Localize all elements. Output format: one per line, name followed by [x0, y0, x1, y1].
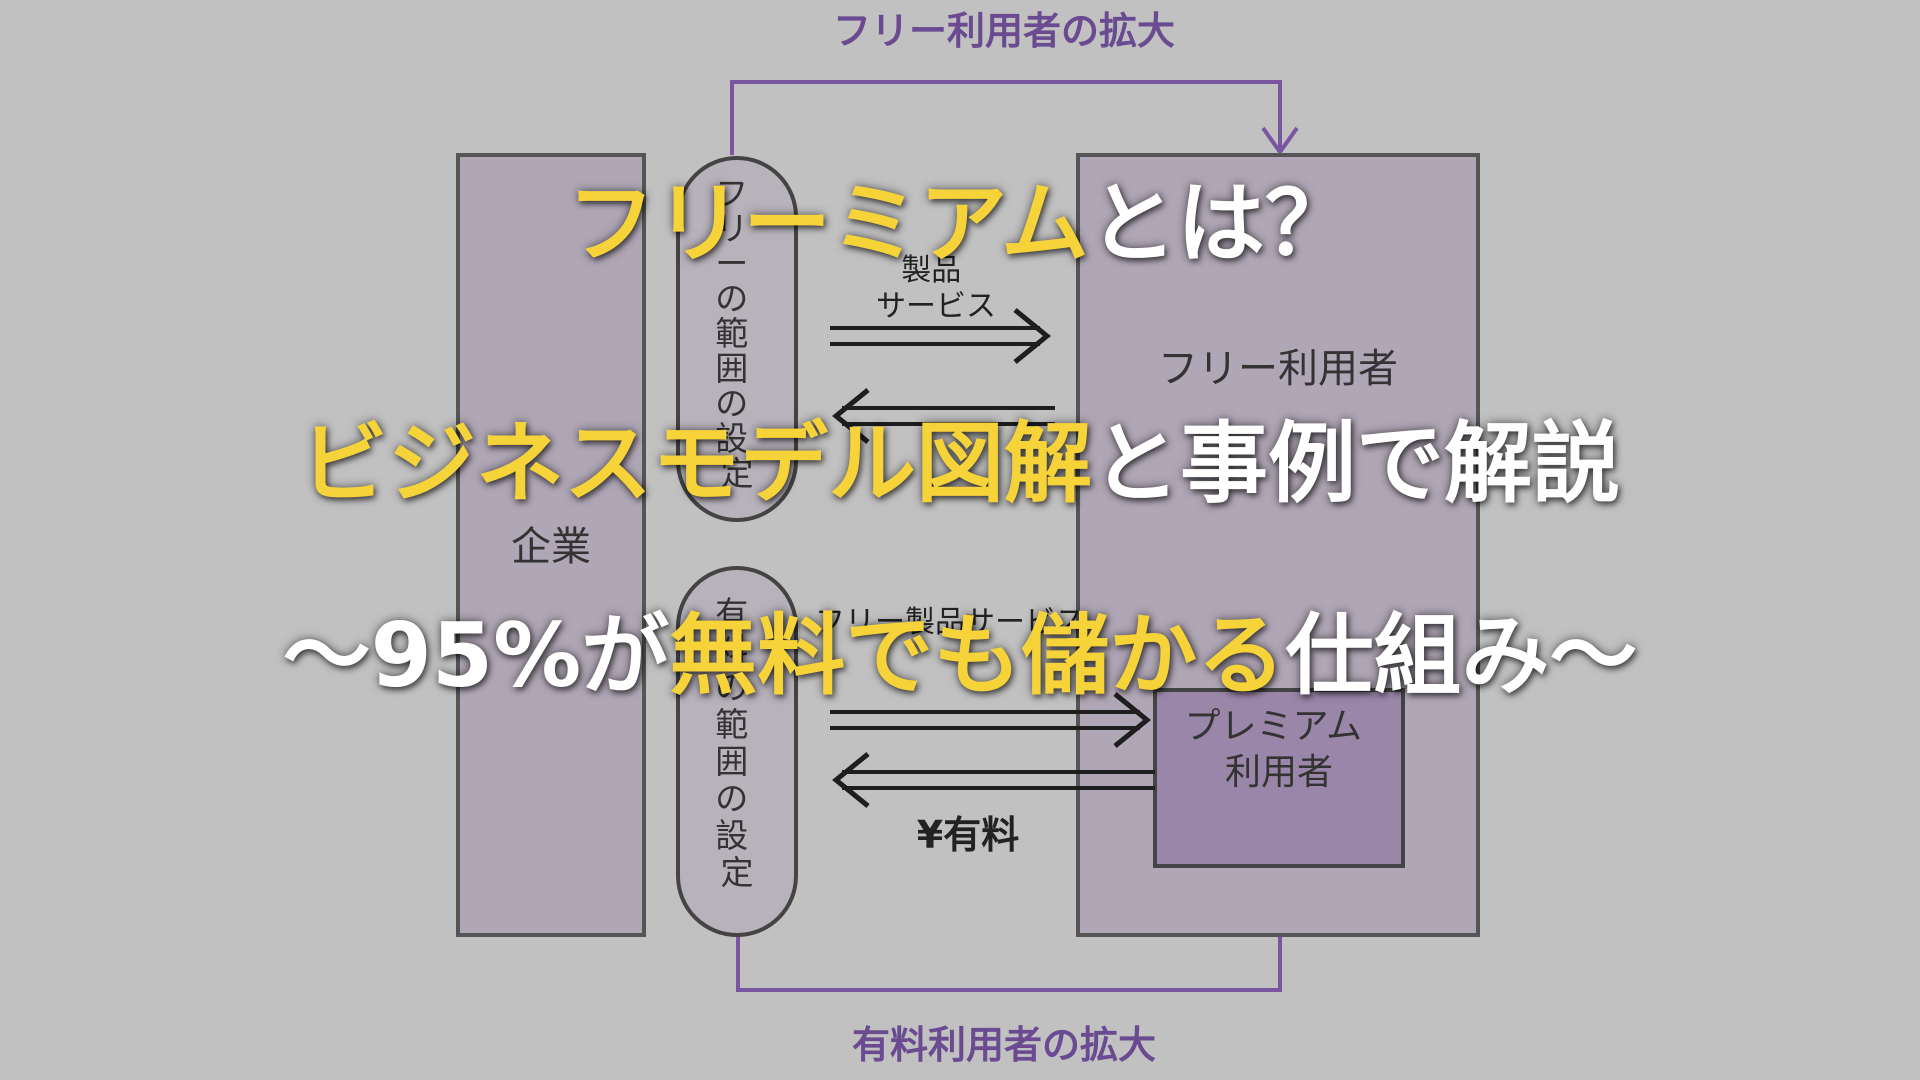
free-scope-char: 囲	[715, 349, 748, 388]
free-scope-char: ー	[715, 244, 748, 283]
paid-scope-char: 範	[715, 705, 748, 744]
headline-text: 仕組み〜	[1285, 604, 1638, 707]
paid-scope-char: 定	[721, 853, 754, 892]
free-scope-char: の	[715, 384, 748, 423]
free-scope-capsule	[676, 156, 798, 522]
headline-line-3: 〜95%が無料でも儲かる仕組み〜	[0, 612, 1920, 700]
headline-text: とは？	[1088, 172, 1353, 275]
paid-product-arrow	[830, 692, 1151, 748]
free-product-label: 製品 サービス	[876, 253, 996, 324]
free-scope-char: 範	[715, 314, 748, 353]
bottom-loop-label: 有料利用者の拡大	[852, 1023, 1156, 1067]
top-loop-label: フリー利用者の拡大	[833, 9, 1175, 53]
free-scope-char: の	[715, 279, 748, 318]
paid-fee-arrow	[832, 752, 1155, 808]
free-product-arrow	[830, 308, 1051, 364]
headline-line-1: フリーミアムとは？	[0, 180, 1920, 268]
paid-product-label: フリー製品サービス	[815, 605, 1085, 640]
free-return-arrow	[832, 388, 1055, 444]
paid-scope-char: 料	[715, 631, 748, 670]
paid-scope-char: の	[715, 668, 748, 707]
company-label: 企業	[511, 524, 591, 570]
paid-scope-char: 設	[715, 816, 748, 855]
free-product-line: 製品	[901, 253, 961, 288]
company-box	[456, 153, 646, 937]
fee-label: ¥有料	[917, 813, 1019, 857]
free-scope-char: リ	[715, 209, 748, 248]
free-scope-char: 設	[715, 419, 748, 458]
free-scope-char: フ	[715, 174, 748, 213]
top-loop-arrowhead	[1261, 126, 1299, 156]
headline-text: 〜95%が	[282, 604, 670, 707]
free-scope-char: 定	[721, 454, 754, 493]
free-user-label: フリー利用者	[1158, 346, 1398, 392]
top-loop-arrow	[730, 80, 1282, 155]
premium-user-label: プレミアム 利用者	[1185, 706, 1374, 793]
headline-line-2: ビジネスモデル図解と事例で解説	[0, 420, 1920, 508]
headline-highlight: ビジネスモデル図解	[299, 412, 1092, 515]
paid-scope-capsule	[676, 566, 798, 937]
paid-scope-char: 有	[715, 594, 748, 633]
headline-highlight: フリーミアム	[567, 172, 1089, 275]
premium-user-line: 利用者	[1225, 752, 1333, 793]
premium-user-box	[1153, 688, 1405, 868]
headline-highlight: 無料でも儲かる	[669, 604, 1286, 707]
premium-user-line: プレミアム	[1185, 706, 1362, 747]
free-scope-label: フ リ ー の 範 囲 の 設 定	[715, 174, 759, 493]
paid-scope-char: 囲	[715, 742, 748, 781]
paid-scope-char: の	[715, 779, 748, 818]
paid-scope-label: 有 料 の 範 囲 の 設 定	[715, 594, 759, 892]
headline-text: と事例で解説	[1092, 412, 1621, 515]
free-product-line: サービス	[876, 289, 996, 324]
